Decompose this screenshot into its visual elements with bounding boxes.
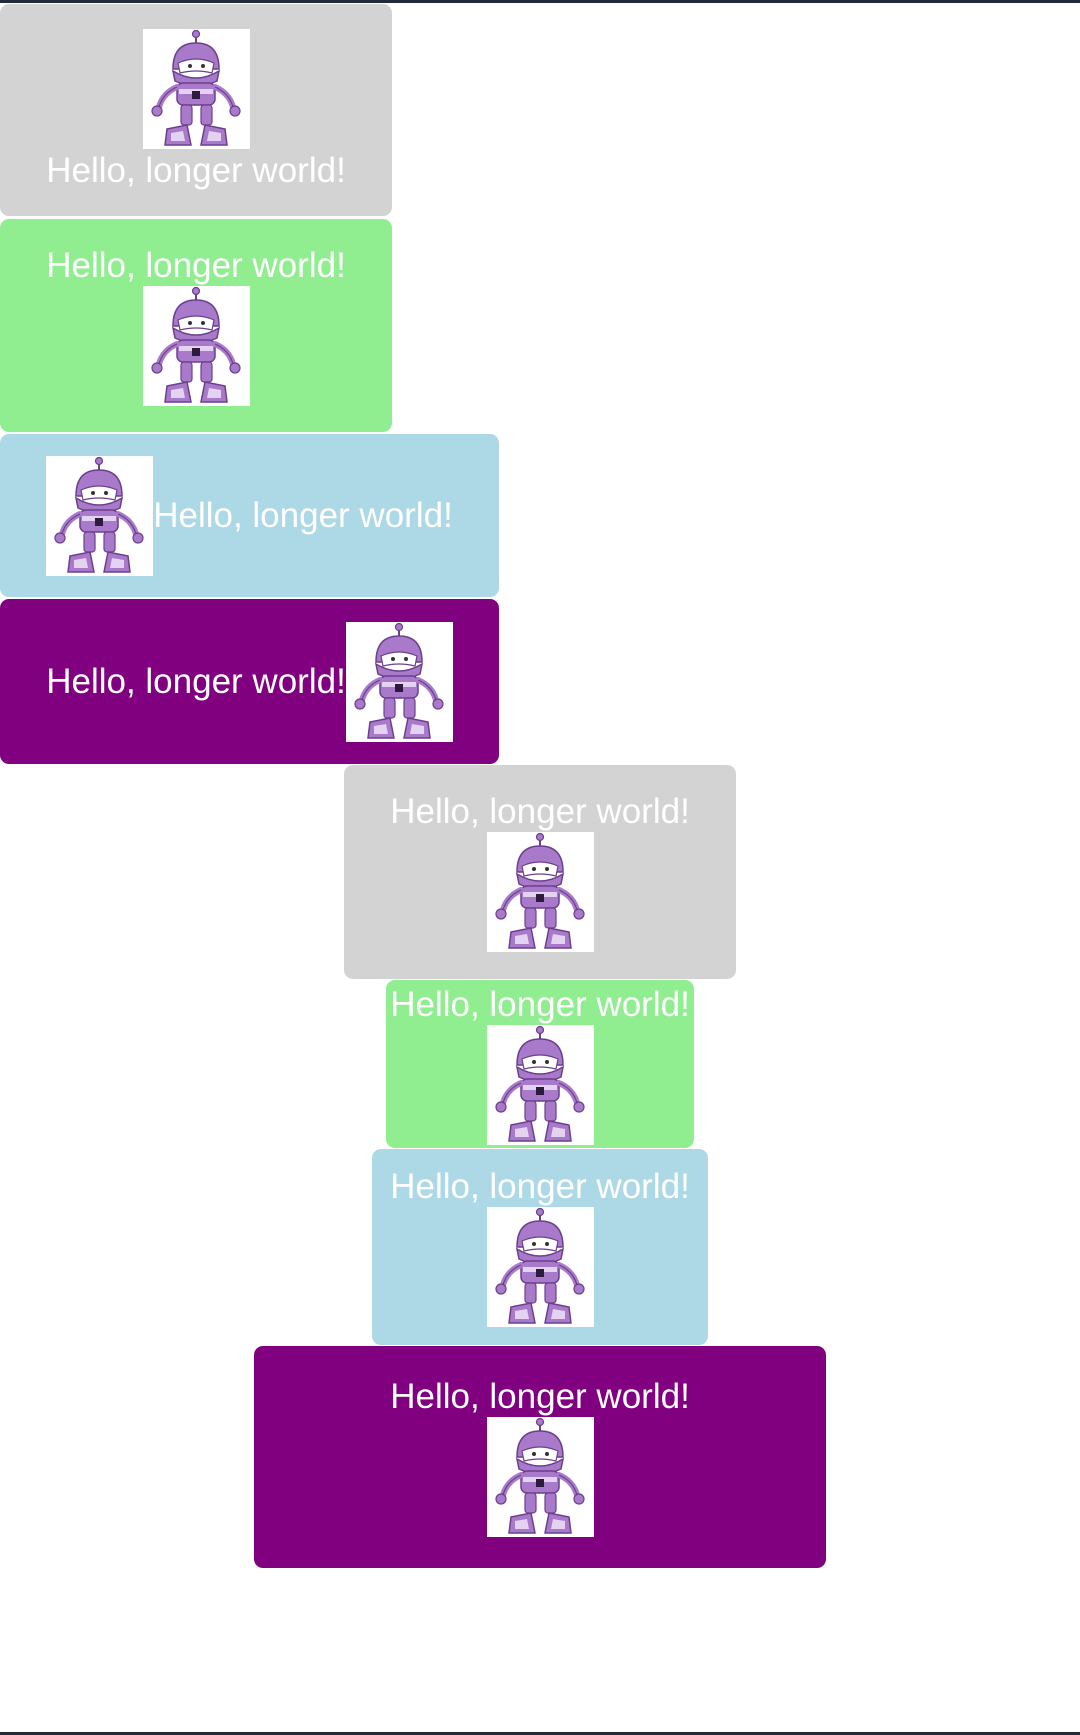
robot-mascot-icon [46, 455, 154, 576]
robot-mascot-icon [142, 285, 250, 406]
button-6[interactable]: Hello, longer world! [386, 980, 694, 1148]
bottom-border [0, 1732, 1080, 1735]
robot-mascot-icon [345, 621, 453, 742]
button-5[interactable]: Hello, longer world! [344, 765, 736, 979]
button-2[interactable]: Hello, longer world! [0, 219, 392, 432]
robot-mascot-icon [142, 29, 250, 149]
robot-mascot-icon [486, 1025, 594, 1145]
button-3[interactable]: Hello, longer world! [0, 434, 499, 597]
button-3-label: Hello, longer world! [153, 495, 453, 535]
button-4-label: Hello, longer world! [46, 661, 346, 701]
button-6-label: Hello, longer world! [390, 985, 690, 1024]
robot-mascot-icon [486, 1207, 594, 1327]
top-border [0, 0, 1080, 3]
robot-mascot-icon [486, 832, 594, 952]
button-8[interactable]: Hello, longer world! [254, 1346, 826, 1568]
button-7-label: Hello, longer world! [390, 1167, 690, 1206]
button-7[interactable]: Hello, longer world! [372, 1149, 708, 1345]
button-4[interactable]: Hello, longer world! [0, 599, 499, 764]
robot-mascot-icon [486, 1417, 594, 1537]
button-2-label: Hello, longer world! [46, 245, 346, 285]
button-1-label: Hello, longer world! [46, 151, 346, 190]
button-1[interactable]: Hello, longer world! [0, 4, 392, 216]
button-8-label: Hello, longer world! [390, 1377, 690, 1416]
button-5-label: Hello, longer world! [390, 792, 690, 831]
